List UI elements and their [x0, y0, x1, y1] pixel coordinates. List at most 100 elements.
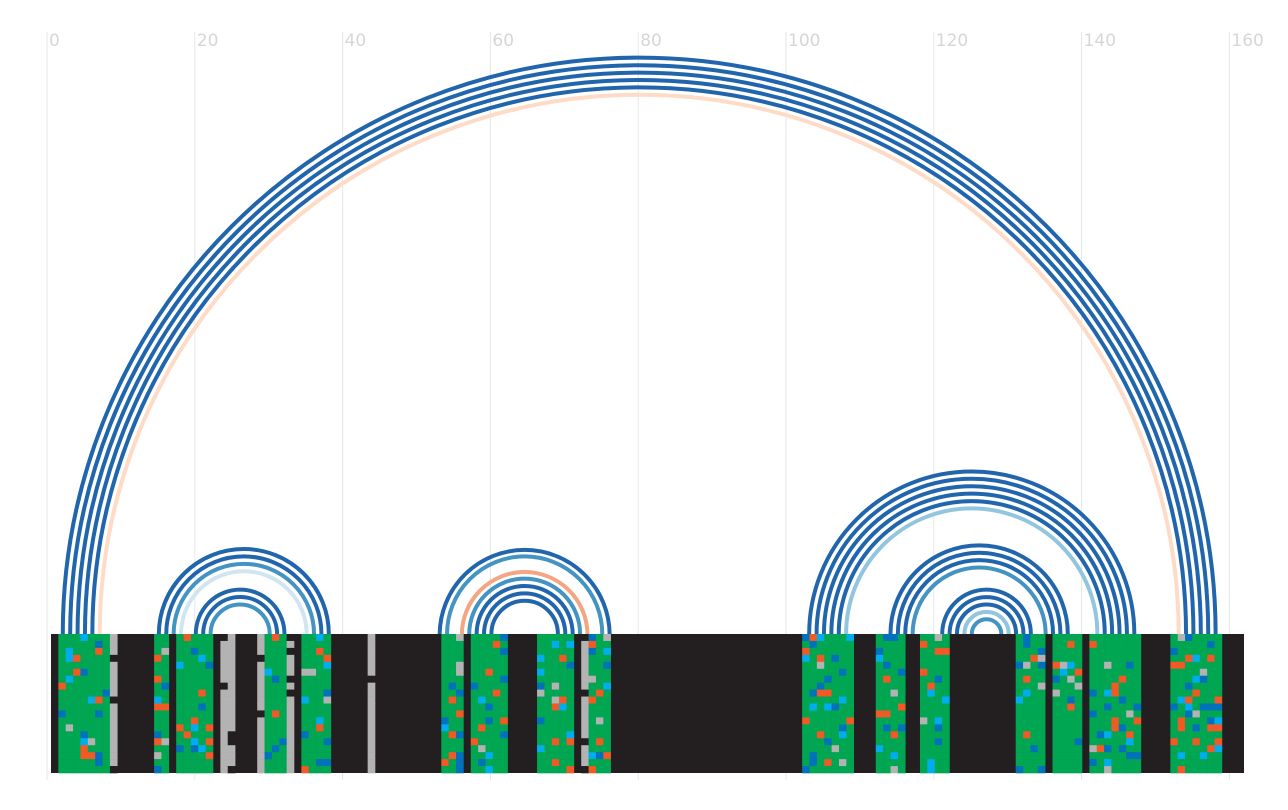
alignment-cell	[1126, 738, 1134, 746]
alignment-cell	[846, 766, 854, 774]
alignment-cell	[875, 710, 884, 718]
alignment-cell	[478, 640, 486, 649]
alignment-cell	[183, 640, 192, 649]
alignment-cell	[308, 710, 317, 718]
alignment-cell	[875, 668, 884, 676]
alignment-cell	[1118, 647, 1127, 656]
alignment-cell	[1023, 689, 1031, 697]
alignment-cell	[595, 682, 604, 690]
alignment-cell	[109, 724, 118, 732]
alignment-cell	[831, 654, 840, 663]
alignment-cell	[102, 654, 111, 663]
alignment-cell	[883, 634, 891, 642]
alignment-cell	[441, 724, 449, 732]
alignment-cell	[316, 696, 324, 704]
alignment-cell	[919, 689, 928, 697]
alignment-cell	[897, 675, 906, 683]
alignment-cell	[537, 745, 545, 753]
alignment-cell	[448, 654, 457, 663]
base-pair-arc-22	[821, 484, 1122, 635]
alignment-cell	[1177, 710, 1186, 718]
alignment-cell	[1104, 654, 1112, 663]
alignment-cell	[220, 647, 229, 656]
alignment-cell	[581, 640, 589, 649]
alignment-cell	[816, 668, 825, 676]
alignment-cell	[1089, 710, 1098, 718]
alignment-cell	[205, 710, 214, 718]
alignment-cell	[537, 689, 545, 697]
alignment-cell	[1133, 689, 1142, 697]
alignment-cell	[1104, 724, 1112, 732]
alignment-cell	[492, 675, 501, 683]
alignment-cell	[492, 766, 501, 774]
alignment-cell	[456, 738, 464, 746]
alignment-cell	[478, 647, 486, 656]
alignment-cell	[1170, 717, 1179, 725]
alignment-cell	[286, 731, 295, 739]
alignment-cell	[1207, 654, 1215, 663]
alignment-cell	[1037, 654, 1046, 663]
alignment-cell	[176, 668, 184, 676]
alignment-cell	[367, 634, 376, 642]
alignment-cell	[595, 647, 604, 656]
alignment-cell	[1096, 640, 1105, 649]
alignment-cell	[190, 675, 199, 683]
alignment-cell	[566, 717, 575, 725]
alignment-cell	[470, 682, 479, 690]
alignment-cell	[492, 759, 501, 767]
alignment-cell	[1023, 766, 1031, 774]
alignment-cell	[1214, 731, 1223, 739]
alignment-cell	[301, 745, 310, 753]
alignment-cell	[198, 675, 206, 683]
alignment-cell	[537, 724, 545, 732]
alignment-cell	[603, 759, 611, 767]
alignment-cell	[831, 724, 840, 732]
alignment-cell	[603, 668, 611, 676]
alignment-cell	[1126, 647, 1134, 656]
alignment-cell	[323, 731, 332, 739]
alignment-cell	[595, 668, 604, 676]
alignment-cell	[934, 759, 943, 767]
alignment-cell	[1030, 759, 1039, 767]
alignment-cell	[1214, 724, 1223, 732]
alignment-cell	[537, 731, 545, 739]
alignment-cell	[1170, 738, 1179, 746]
alignment-cell	[1118, 766, 1127, 774]
alignment-cell	[1015, 647, 1024, 656]
alignment-cell	[227, 640, 236, 649]
alignment-cell	[441, 738, 449, 746]
alignment-cell	[1015, 703, 1024, 711]
alignment-cell	[890, 640, 899, 649]
alignment-cell	[809, 654, 818, 663]
alignment-cell	[1207, 738, 1215, 746]
alignment-cell	[271, 752, 280, 760]
alignment-cell	[286, 710, 295, 718]
alignment-cell	[816, 661, 825, 670]
alignment-cell	[824, 710, 832, 718]
alignment-cell	[897, 661, 906, 670]
base-pair-arc-10	[193, 587, 287, 635]
alignment-cell	[161, 640, 170, 649]
alignment-cell	[456, 745, 464, 753]
alignment-cell	[80, 759, 89, 767]
alignment-cell	[95, 759, 103, 767]
alignment-cell	[588, 766, 597, 774]
alignment-cell	[603, 717, 611, 725]
alignment-cell	[1192, 717, 1201, 725]
alignment-cell	[1089, 654, 1098, 663]
alignment-cell	[1096, 766, 1105, 774]
alignment-cell	[809, 759, 818, 767]
alignment-cell	[109, 766, 118, 774]
alignment-cell	[1170, 647, 1179, 656]
alignment-cell	[1207, 682, 1215, 690]
alignment-cell	[316, 640, 324, 649]
alignment-cell	[816, 710, 825, 718]
alignment-cell	[264, 682, 273, 690]
alignment-cell	[566, 745, 575, 753]
alignment-cell	[802, 640, 810, 649]
alignment-cell	[846, 745, 854, 753]
alignment-cell	[1074, 738, 1083, 746]
alignment-cell	[1177, 696, 1186, 704]
base-pair-arc-21	[814, 476, 1129, 635]
alignment-cell	[942, 661, 950, 670]
